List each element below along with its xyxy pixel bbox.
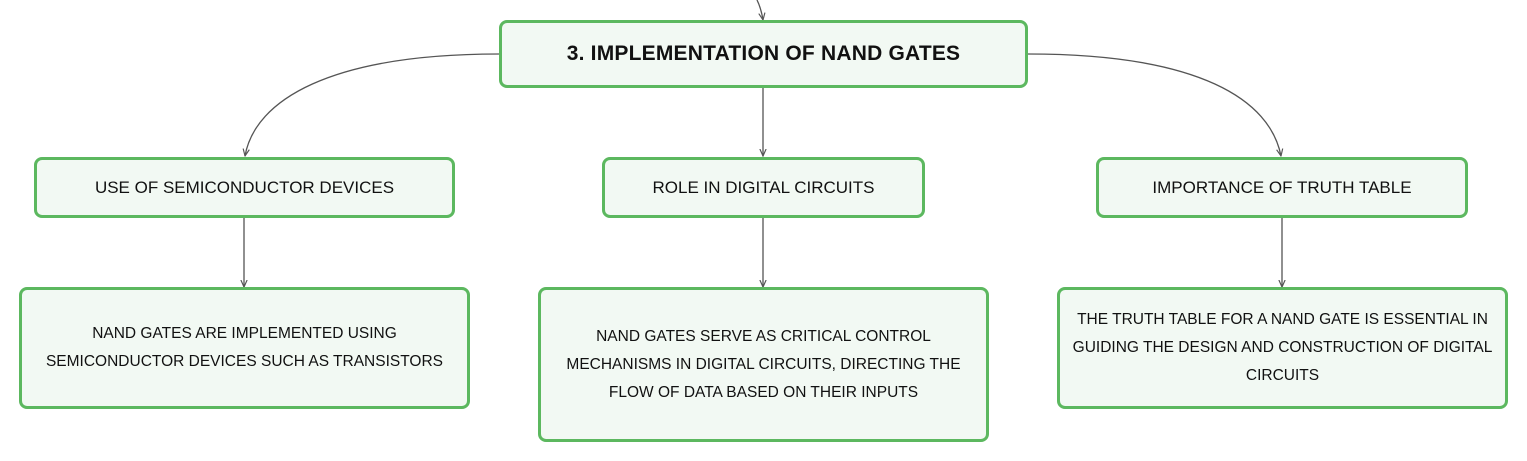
root-node[interactable]: 3. IMPLEMENTATION OF NAND GATES [499,20,1028,88]
branch-node-label: IMPORTANCE OF TRUTH TABLE [1152,177,1412,197]
connector-root-to-branch-3 [1027,53,1281,156]
connector-root-to-branch-1 [245,53,500,156]
detail-node-text: THE TRUTH TABLE FOR A NAND GATE IS ESSEN… [1072,311,1493,384]
detail-node-truth-table[interactable]: THE TRUTH TABLE FOR A NAND GATE IS ESSEN… [1057,287,1508,409]
branch-node-label: USE OF SEMICONDUCTOR DEVICES [94,177,395,197]
detail-node-text: NAND GATES ARE IMPLEMENTED USING SEMICON… [45,325,444,370]
detail-node-digital-circuits[interactable]: NAND GATES SERVE AS CRITICAL CONTROL MEC… [538,287,989,442]
root-node-label: 3. IMPLEMENTATION OF NAND GATES [566,42,961,65]
branch-node-truth-table[interactable]: IMPORTANCE OF TRUTH TABLE [1096,157,1468,218]
detail-node-text: NAND GATES SERVE AS CRITICAL CONTROL MEC… [566,327,961,401]
branch-node-label: ROLE IN DIGITAL CIRCUITS [652,177,875,197]
detail-node-semiconductor-devices[interactable]: NAND GATES ARE IMPLEMENTED USING SEMICON… [19,287,470,409]
branch-node-semiconductor-devices[interactable]: USE OF SEMICONDUCTOR DEVICES [34,157,455,218]
incoming-connector [756,0,763,20]
branch-node-digital-circuits[interactable]: ROLE IN DIGITAL CIRCUITS [602,157,925,218]
